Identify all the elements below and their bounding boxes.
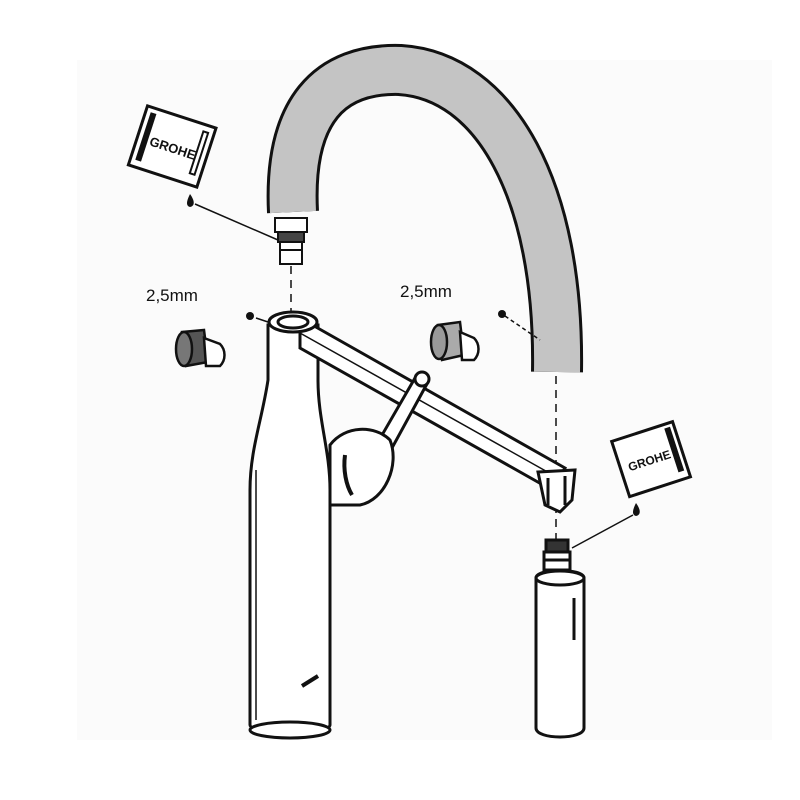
grease-packet-right: GROHE (609, 419, 693, 499)
pull-out-spray-head[interactable] (534, 538, 586, 739)
screw-right (498, 310, 506, 318)
lever-handle[interactable] (328, 370, 431, 507)
screw-left (246, 312, 254, 320)
leader-lines (194, 203, 634, 549)
spray-holder-clip (536, 468, 577, 514)
aerator-plug-left (174, 328, 226, 368)
grease-drop-icon (633, 503, 640, 516)
grease-packet-left: GROHE (126, 104, 218, 190)
hex-key-size-label-left: 2,5mm (146, 286, 198, 305)
grease-drop-icon (187, 194, 194, 207)
aerator-plug-right (429, 320, 480, 362)
spout-hose (266, 43, 584, 373)
hose-connector-fitting (274, 217, 308, 265)
faucet-body (248, 323, 332, 740)
hex-key-size-label-right: 2,5mm (400, 282, 452, 301)
